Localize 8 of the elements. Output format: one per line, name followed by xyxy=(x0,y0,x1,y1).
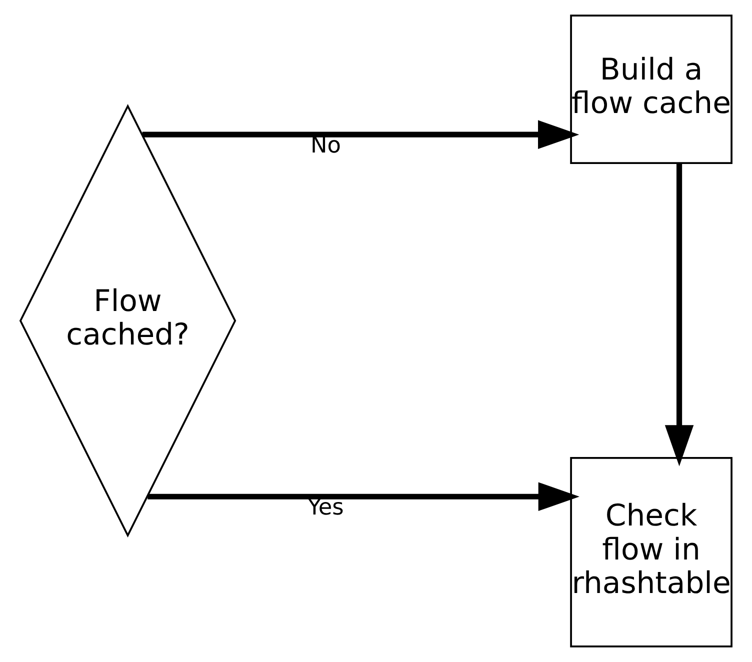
edge-label: No xyxy=(310,132,341,158)
arrow xyxy=(664,163,694,466)
node-box: Build a flow cache xyxy=(570,14,732,164)
node-diamond: Flow cached? xyxy=(19,104,236,538)
arrow xyxy=(148,482,580,512)
edge-label: Yes xyxy=(308,494,344,521)
arrow xyxy=(142,120,580,149)
node-box: Check flow in rhashtable xyxy=(570,456,732,648)
